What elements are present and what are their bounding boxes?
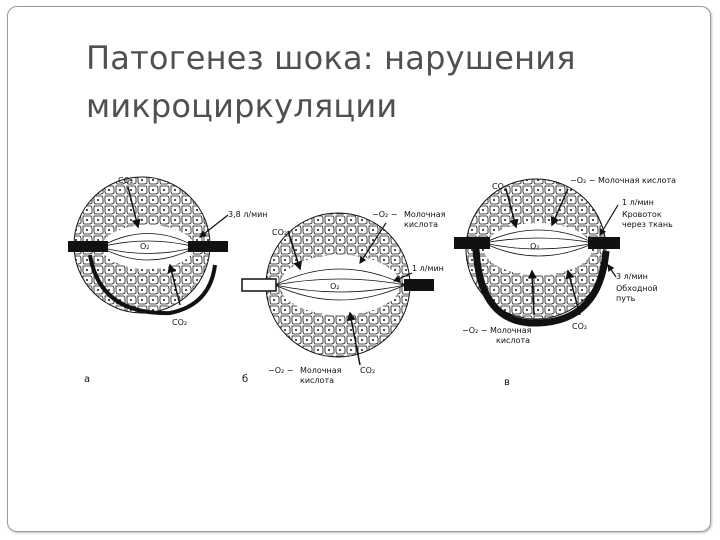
panel-a-venule [188,241,228,252]
panel-b-lactic-top-2: кислота [404,220,438,229]
panel-a-co2-top: CO₂ [118,176,133,185]
panel-c-o2: O₂ [530,242,540,251]
panel-c-o2-lactic-top: −O₂ − Молочная кислота [570,176,676,185]
panel-c-venule [588,237,620,249]
panel-a: CO₂ O₂ 3,8 л/мин CO₂ а [68,176,268,385]
panel-b: CO₂ −O₂ − Молочная кислота O₂ 1 л/мин −O… [241,210,446,385]
panel-a-arteriole [68,241,108,252]
panel-b-capillary-zone [280,255,400,315]
panel-c-shunt [472,248,610,327]
panel-a-capillary-zone [102,225,194,269]
panel-c-co2-bottom: CO₂ [572,322,587,331]
panel-c-note-1b: через ткань [622,220,673,229]
panel-c-co2-top: CO₂ [492,182,507,191]
panel-b-lactic-bottom-1: Молочная [300,366,342,375]
panel-c-flow-1: 1 л/мин [622,198,654,207]
panel-b-o2-bottom: −O₂ − [268,366,293,375]
panel-c-flow-2: 3 л/мин [616,272,648,281]
microcirculation-figure: CO₂ O₂ 3,8 л/мин CO₂ а CO₂ −O₂ − Молочна… [60,165,700,405]
panel-a-shunt [88,254,217,316]
slide-title: Патогенез шока: нарушения микроциркуляци… [86,34,646,130]
panel-b-co2-bottom: CO₂ [360,366,375,375]
panel-c-note-2b: путь [616,294,636,303]
panel-a-co2-bottom: CO₂ [172,318,187,327]
panel-a-flow: 3,8 л/мин [228,210,268,219]
title-line-1: Патогенез шока: нарушения [86,39,576,77]
panel-b-venule [404,279,434,291]
panel-a-letter: а [84,374,90,385]
panel-c-arteriole [454,237,490,249]
panel-c-letter: в [504,377,510,388]
panel-b-letter: б [242,374,248,385]
microcirculation-diagram: CO₂ O₂ 3,8 л/мин CO₂ а CO₂ −O₂ − Молочна… [68,176,676,388]
panel-b-o2: O₂ [330,282,340,291]
panel-c: CO₂ −O₂ − Молочная кислота O₂ 1 л/мин Кр… [454,176,676,388]
panel-c-note-1a: Кровоток [622,210,662,219]
panel-b-o2-top: −O₂ − [372,210,397,219]
panel-a-o2: O₂ [140,242,150,251]
panel-b-flow: 1 л/мин [412,264,444,273]
panel-c-note-2a: Обходной [616,284,658,293]
panel-c-lactic-bottom-2: кислота [496,336,530,345]
panel-b-lactic-top-1: Молочная [404,210,446,219]
panel-b-arteriole [241,278,277,292]
panel-c-o2-lactic-bottom: −O₂ − Молочная [462,326,532,335]
title-line-2: микроциркуляции [86,87,398,125]
panel-b-lactic-bottom-2: кислота [300,376,334,385]
panel-b-co2-top: CO₂ [272,228,287,237]
